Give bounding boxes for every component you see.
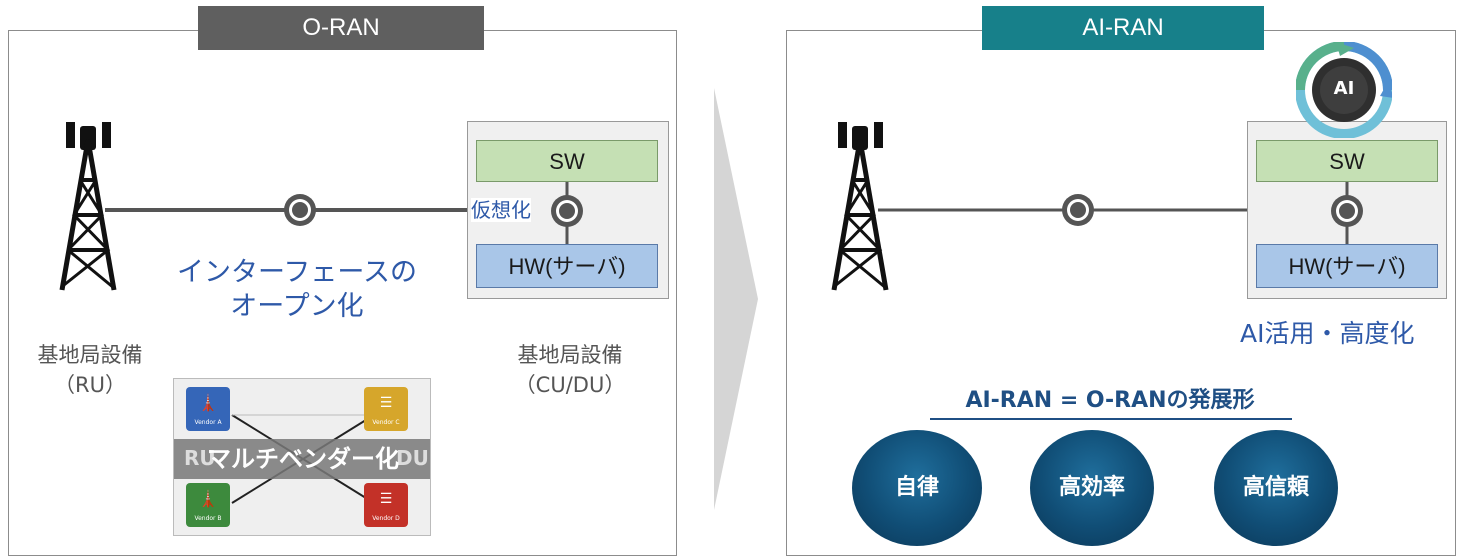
vendor-c-icon: ☰ Vendor C — [364, 387, 408, 431]
sw-box: SW — [476, 140, 658, 182]
ru-label-sub: （RU） — [54, 373, 126, 397]
multivendor-bg-right: DU — [396, 446, 429, 470]
vendor-b-icon: 🗼 Vendor B — [186, 483, 230, 527]
virtualization-connector — [551, 182, 583, 244]
ai-badge-label: AI — [1333, 78, 1355, 99]
efficiency-circle: 高効率 — [1030, 430, 1154, 546]
multivendor-bg-left: RU — [184, 446, 216, 470]
hw-server-box: HW(サーバ) — [476, 244, 658, 288]
multivendor-image: 🗼 Vendor A ☰ Vendor C 🗼 Vendor B ☰ Vendo… — [173, 378, 431, 536]
ru-tower-icon-right — [831, 122, 889, 291]
interface-open-label-1: インターフェースの — [176, 257, 418, 288]
oran-tab: O-RAN — [198, 6, 484, 50]
autonomy-circle: 自律 — [852, 430, 982, 546]
cudu-label-sub: （CU/DU） — [514, 373, 626, 397]
sw-box-right: SW — [1256, 140, 1438, 182]
ru-tower-icon — [59, 122, 117, 291]
airan-connection-line — [878, 194, 1248, 226]
airan-tab: AI-RAN — [982, 6, 1264, 50]
ru-label: 基地局設備 — [37, 343, 143, 367]
transition-arrow — [714, 88, 758, 510]
ai-usage-label: AI活用・高度化 — [1240, 319, 1415, 348]
vendor-a-icon: 🗼 Vendor A — [186, 387, 230, 431]
reliability-circle: 高信頼 — [1214, 430, 1338, 546]
server-connector-right — [1331, 182, 1363, 244]
virtualization-label: 仮想化 — [471, 198, 531, 222]
headline-underline — [930, 418, 1292, 420]
multivendor-band — [174, 439, 430, 479]
hw-server-box-right: HW(サーバ) — [1256, 244, 1438, 288]
airan-headline: AI-RAN = O-RANの発展形 — [965, 388, 1255, 413]
ai-cycle-icon — [1296, 42, 1392, 138]
cudu-label: 基地局設備 — [517, 343, 623, 367]
interface-open-label-2: オープン化 — [230, 291, 364, 322]
multivendor-label: マルチベンダー化 — [207, 445, 399, 473]
vendor-d-icon: ☰ Vendor D — [364, 483, 408, 527]
